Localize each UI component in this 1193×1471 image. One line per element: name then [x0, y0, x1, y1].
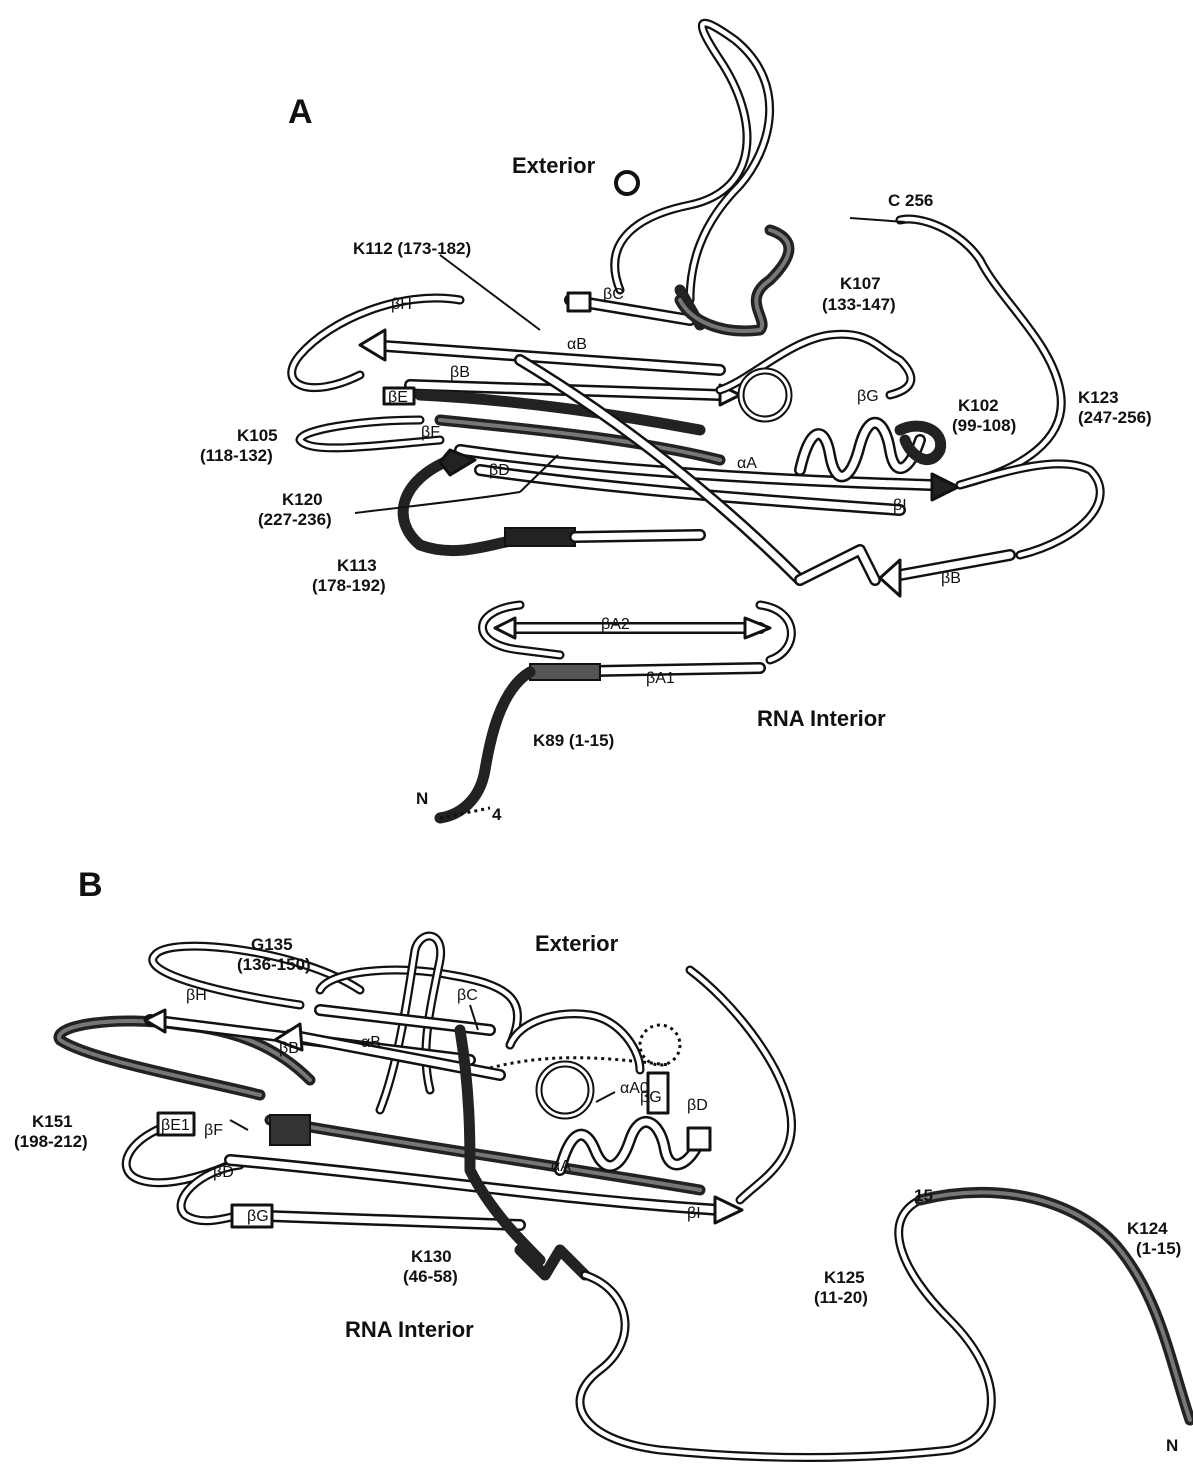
k112-label: K112 (173-182): [353, 239, 471, 258]
k123-range: (247-256): [1078, 408, 1152, 427]
n-residue-label-a: 4: [492, 805, 502, 824]
residue-15-label: 15: [914, 1186, 933, 1205]
helix-ab-a: αB: [567, 336, 587, 353]
long-loop-b: [580, 1200, 991, 1458]
strand-bi-a: βI: [893, 497, 907, 514]
strand-bg-b: βG: [247, 1208, 269, 1225]
k113-range: (178-192): [312, 576, 386, 595]
k102-label: K102: [958, 396, 999, 415]
panel-b-interior-label: RNA Interior: [345, 1317, 474, 1342]
strand-bd-b: βD: [213, 1164, 234, 1181]
k105-label: K105: [237, 426, 278, 445]
k120-range: (227-236): [258, 510, 332, 529]
strand-be1-b: βE1: [161, 1117, 190, 1134]
panel-a-exterior-label: Exterior: [512, 153, 596, 178]
k89-epitope-a: [440, 672, 530, 818]
strand-bc-a: βC: [603, 286, 624, 303]
k125-range: (11-20): [814, 1288, 868, 1307]
exterior-loop-a: [615, 23, 770, 300]
k130-range: (46-58): [403, 1267, 458, 1286]
strand-bh-b: βH: [186, 987, 207, 1004]
strand-bf-a: βF: [421, 424, 440, 441]
c-terminus-label: C 256: [888, 191, 933, 210]
k120-label: K120: [282, 490, 323, 509]
k105-range: (118-132): [200, 446, 273, 465]
g135-label: G135: [251, 935, 293, 954]
panel-b-letter: B: [78, 866, 103, 904]
n-terminus-label-b: N: [1166, 1436, 1178, 1455]
panel-a-interior-label: RNA Interior: [757, 706, 886, 731]
strand-bg-a: βG: [857, 388, 879, 405]
k113-label: K113: [337, 556, 377, 575]
strand-bh-a: βH: [391, 296, 412, 313]
strand-ba1-a: βA1: [646, 670, 675, 687]
k107-label: K107: [840, 274, 881, 293]
strand-bi-b: βI: [687, 1205, 701, 1222]
k123-label: K123: [1078, 388, 1119, 407]
strand-bb-a: βB: [450, 364, 470, 381]
strand-bc-b: βC: [457, 987, 478, 1004]
panel-b: B Exterior RNA Interior G135 (136-150) K…: [14, 866, 1190, 1458]
panel-a: A Exterior RNA Interior K112 (173-182) K…: [200, 23, 1152, 824]
ba2-hairpin-right: [760, 605, 791, 660]
k124-range: (1-15): [1136, 1239, 1181, 1258]
k107-range: (133-147): [822, 295, 896, 314]
strand-bd2-b: βD: [687, 1097, 708, 1114]
k125-label: K125: [824, 1268, 865, 1287]
strand-be-a: βE: [388, 389, 408, 406]
strand-bg2-b: βG: [640, 1089, 662, 1106]
strand-bb2-a: βB: [941, 570, 961, 587]
panel-a-letter: A: [288, 93, 313, 131]
helix-aa-a: αA: [737, 455, 757, 472]
strand-bd-a: βD: [489, 462, 510, 479]
n-terminus-label-a: N: [416, 789, 428, 808]
strand-ba2-a: βA2: [601, 616, 630, 633]
helix-ab-b: αB: [361, 1034, 381, 1051]
panel-b-exterior-label: Exterior: [535, 931, 619, 956]
k151-label: K151: [32, 1112, 73, 1131]
k151-range: (198-212): [14, 1132, 88, 1151]
helix-aa-b: αA: [551, 1158, 571, 1175]
k102-range: (99-108): [952, 416, 1016, 435]
loop-bg-a: [720, 334, 911, 395]
k130-label: K130: [411, 1247, 452, 1266]
g135-range: (136-150): [237, 955, 311, 974]
k89-label: K89 (1-15): [533, 731, 614, 750]
strand-bb-b: βB: [279, 1040, 299, 1057]
k124-label: K124: [1127, 1219, 1168, 1238]
strand-bf-b: βF: [204, 1122, 223, 1139]
